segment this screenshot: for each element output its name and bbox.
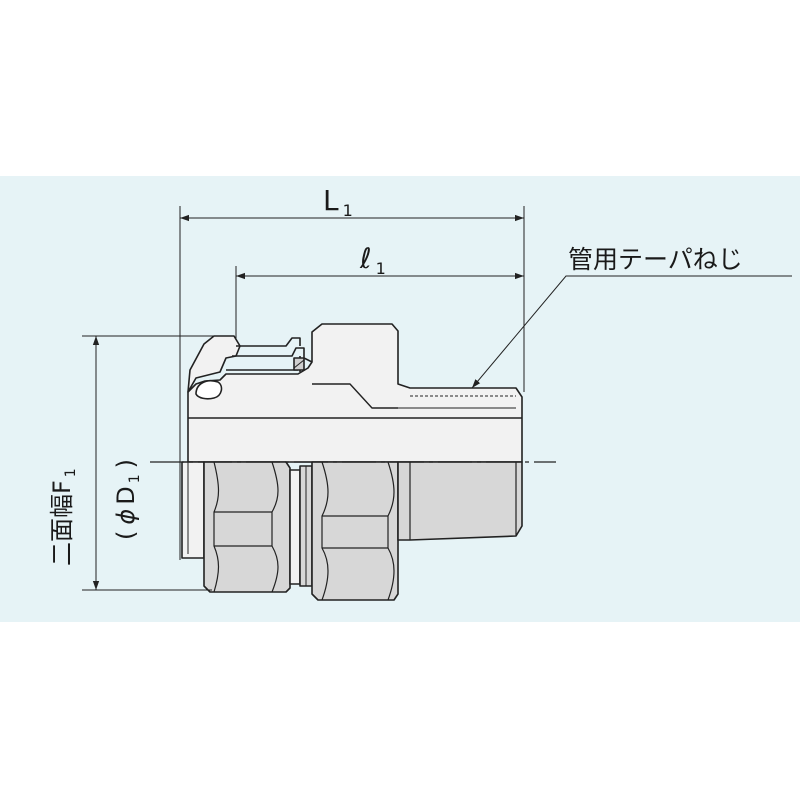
right-nut (311, 461, 399, 601)
side-label: 二面幅F1 (48, 468, 79, 566)
callout-label: 管用テーパねじ (568, 245, 743, 274)
lower-outside (181, 461, 523, 601)
svg-text:(ϕD1): (ϕD1) (112, 459, 143, 540)
upper-section (187, 323, 523, 463)
callout-leader (471, 275, 792, 389)
thread-body-lower (397, 461, 523, 541)
diameter-label: (ϕD1) (112, 459, 143, 540)
left-sleeve (181, 461, 205, 559)
o-ring (195, 379, 223, 400)
dimension-lines (82, 206, 792, 591)
left-nut (203, 461, 291, 593)
svg-text:二面幅F1: 二面幅F1 (48, 468, 79, 566)
